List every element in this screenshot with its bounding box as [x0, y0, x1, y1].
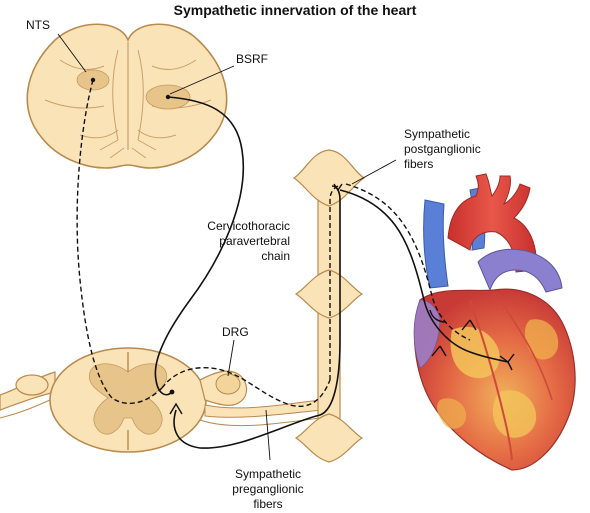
label-postganglionic-line1: Sympathetic — [404, 127, 470, 141]
brainstem-section — [26, 23, 228, 169]
drg-leader — [227, 339, 235, 377]
label-postganglionic-line2: postganglionic — [404, 142, 481, 156]
label-chain-line1: Cervicothoracic — [207, 219, 290, 233]
nts-leader — [57, 33, 87, 73]
spinal-cord-section — [0, 347, 323, 453]
preganglionic-leader — [265, 409, 271, 461]
bsrf-descending-path — [154, 96, 244, 396]
nts-afferent-path — [76, 79, 163, 404]
bsrf-leader — [169, 65, 235, 95]
diagram-title: Sympathetic innervation of the heart — [174, 2, 417, 18]
label-drg: DRG — [222, 325, 249, 339]
drg-ganglion — [215, 373, 241, 395]
label-preganglionic-line1: Sympathetic — [235, 467, 301, 481]
label-nts: NTS — [26, 18, 50, 32]
label-preganglionic-line2: preganglionic — [232, 482, 303, 496]
nerve-pathways — [76, 79, 515, 449]
postganglionic-fiber — [339, 189, 509, 363]
label-bsrf: BSRF — [236, 52, 268, 66]
postganglionic-leader — [351, 159, 397, 185]
sympathetic-chain — [292, 149, 366, 463]
label-postganglionic-line3: fibers — [404, 157, 433, 171]
label-preganglionic-line3: fibers — [253, 497, 282, 511]
leader-lines — [57, 33, 397, 461]
label-chain-line3: chain — [261, 249, 290, 263]
label-chain-line2: paravertebral — [219, 234, 290, 248]
heart-illustration — [413, 173, 576, 471]
preganglionic-fiber — [173, 185, 341, 449]
